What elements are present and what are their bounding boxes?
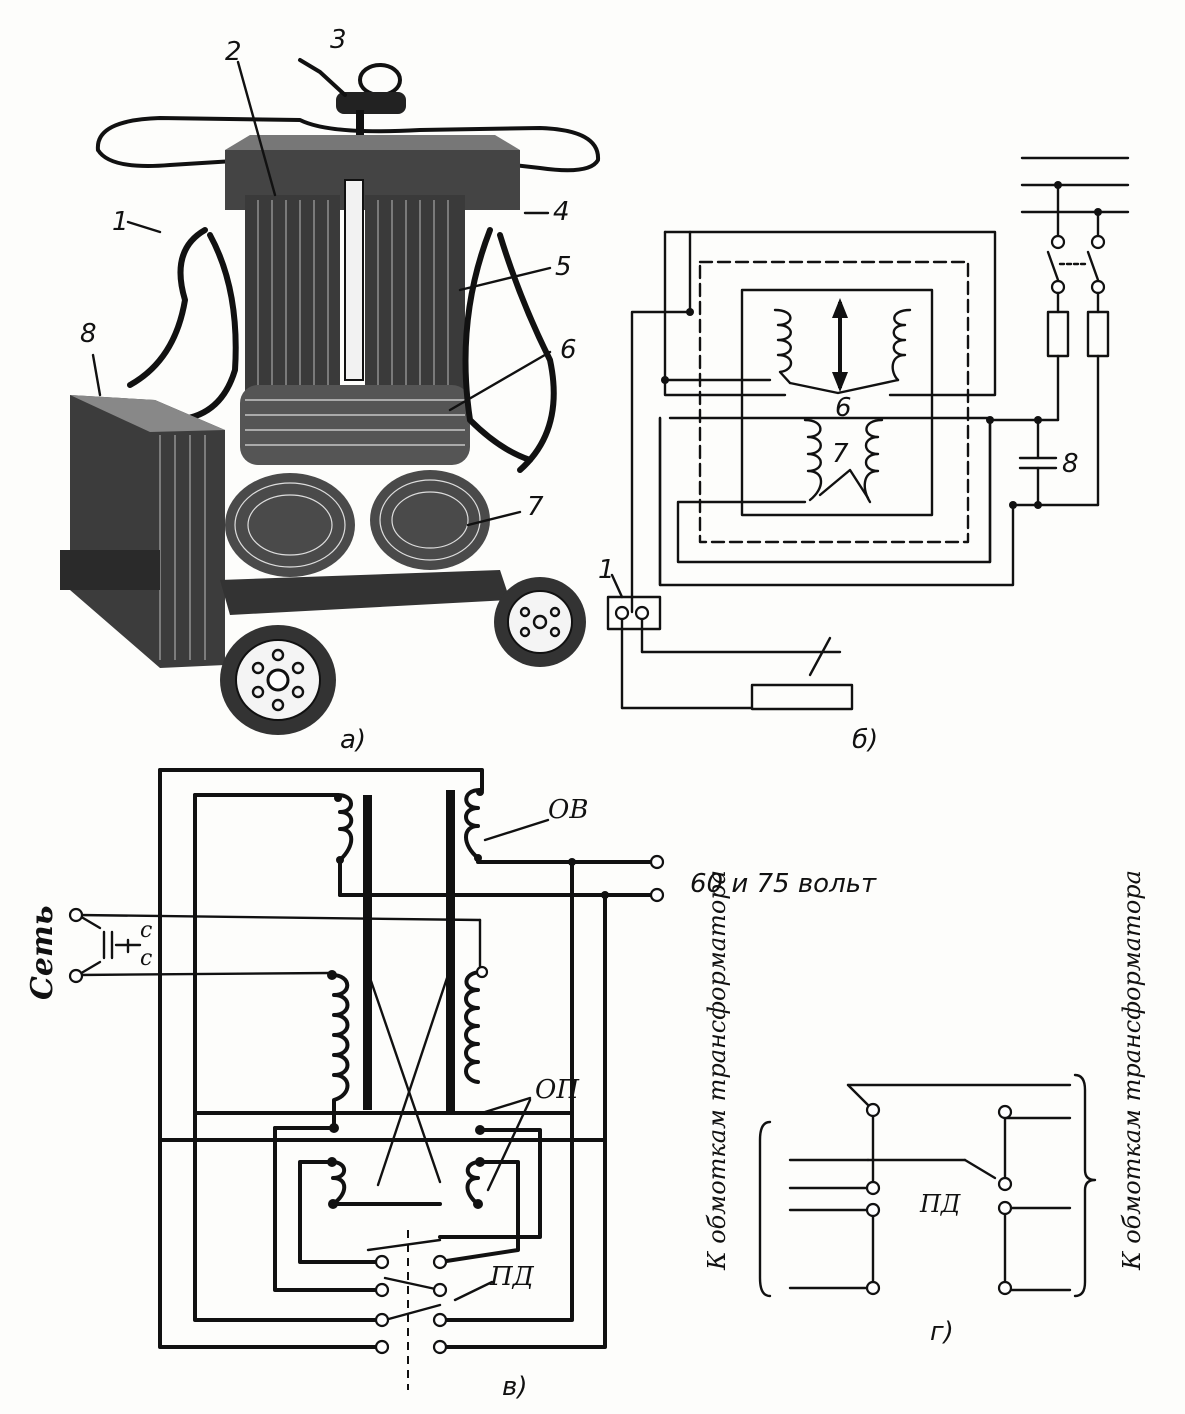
panel-b-label-6: 6 [835, 393, 852, 423]
panel-a-label-4: 4 [553, 197, 570, 227]
ov-label: ОВ [548, 795, 588, 825]
capacitor-8-icon [1018, 418, 1058, 507]
pd-label-panel-v: ПД [489, 1262, 535, 1292]
op-label: ОП [535, 1075, 580, 1105]
panel-b-schematic: 1 6 7 8 б) [598, 156, 1130, 755]
panel-g-right-label: К обмоткам трансформатора [1118, 870, 1146, 1271]
panel-a-label-3: 3 [330, 25, 347, 55]
movable-coil-right-icon [891, 308, 912, 382]
panel-b-label-8: 8 [1062, 449, 1079, 479]
output-voltage-label: 60 и 75 вольт [690, 869, 877, 899]
ov-coil-left-icon [336, 793, 354, 862]
fixed-coil-right-icon [863, 418, 884, 504]
movable-coil-left-icon [773, 308, 793, 385]
panel-g-switch-detail: К обмоткам трансформатора К обмоткам тра… [703, 870, 1146, 1347]
pd-label-panel-g: ПД [919, 1190, 961, 1218]
ov-coil-right-icon [464, 788, 482, 860]
pd-switch-panel-v [366, 1230, 448, 1390]
network-label: Сеть [25, 906, 60, 1001]
panel-a-label-1: 1 [112, 207, 129, 237]
panel-g-left-label: К обмоткам трансформатора [703, 870, 731, 1271]
panel-a-label-5: 5 [555, 252, 572, 282]
panel-b-label-1: 1 [598, 555, 615, 585]
panel-a-caption: а) [340, 725, 366, 755]
movement-arrow-icon [832, 298, 848, 392]
fixed-coil-left-icon [803, 418, 823, 502]
panel-g-caption: г) [930, 1317, 954, 1347]
panel-a-transformer-illustration: 2 3 1 4 5 6 7 8 а) [60, 25, 601, 755]
wheel-left-icon [220, 625, 336, 735]
panel-a-label-6: 6 [560, 335, 577, 365]
wheel-right-icon [494, 577, 586, 667]
panel-b-label-7: 7 [832, 439, 849, 469]
panel-b-caption: б) [852, 725, 878, 755]
panel-v-caption: в) [502, 1372, 527, 1402]
c-label-1: с [140, 918, 152, 943]
c-label-2: с [140, 946, 152, 971]
op-coil-left-icon [330, 973, 350, 1130]
panel-a-label-8: 8 [80, 319, 97, 349]
panel-v-wiring-diagram: 60 и 75 вольт ОВ Сеть с с [25, 768, 877, 1402]
panel-a-label-2: 2 [225, 37, 242, 67]
panel-a-label-7: 7 [527, 492, 544, 522]
op-coil-right-icon [464, 970, 484, 1084]
